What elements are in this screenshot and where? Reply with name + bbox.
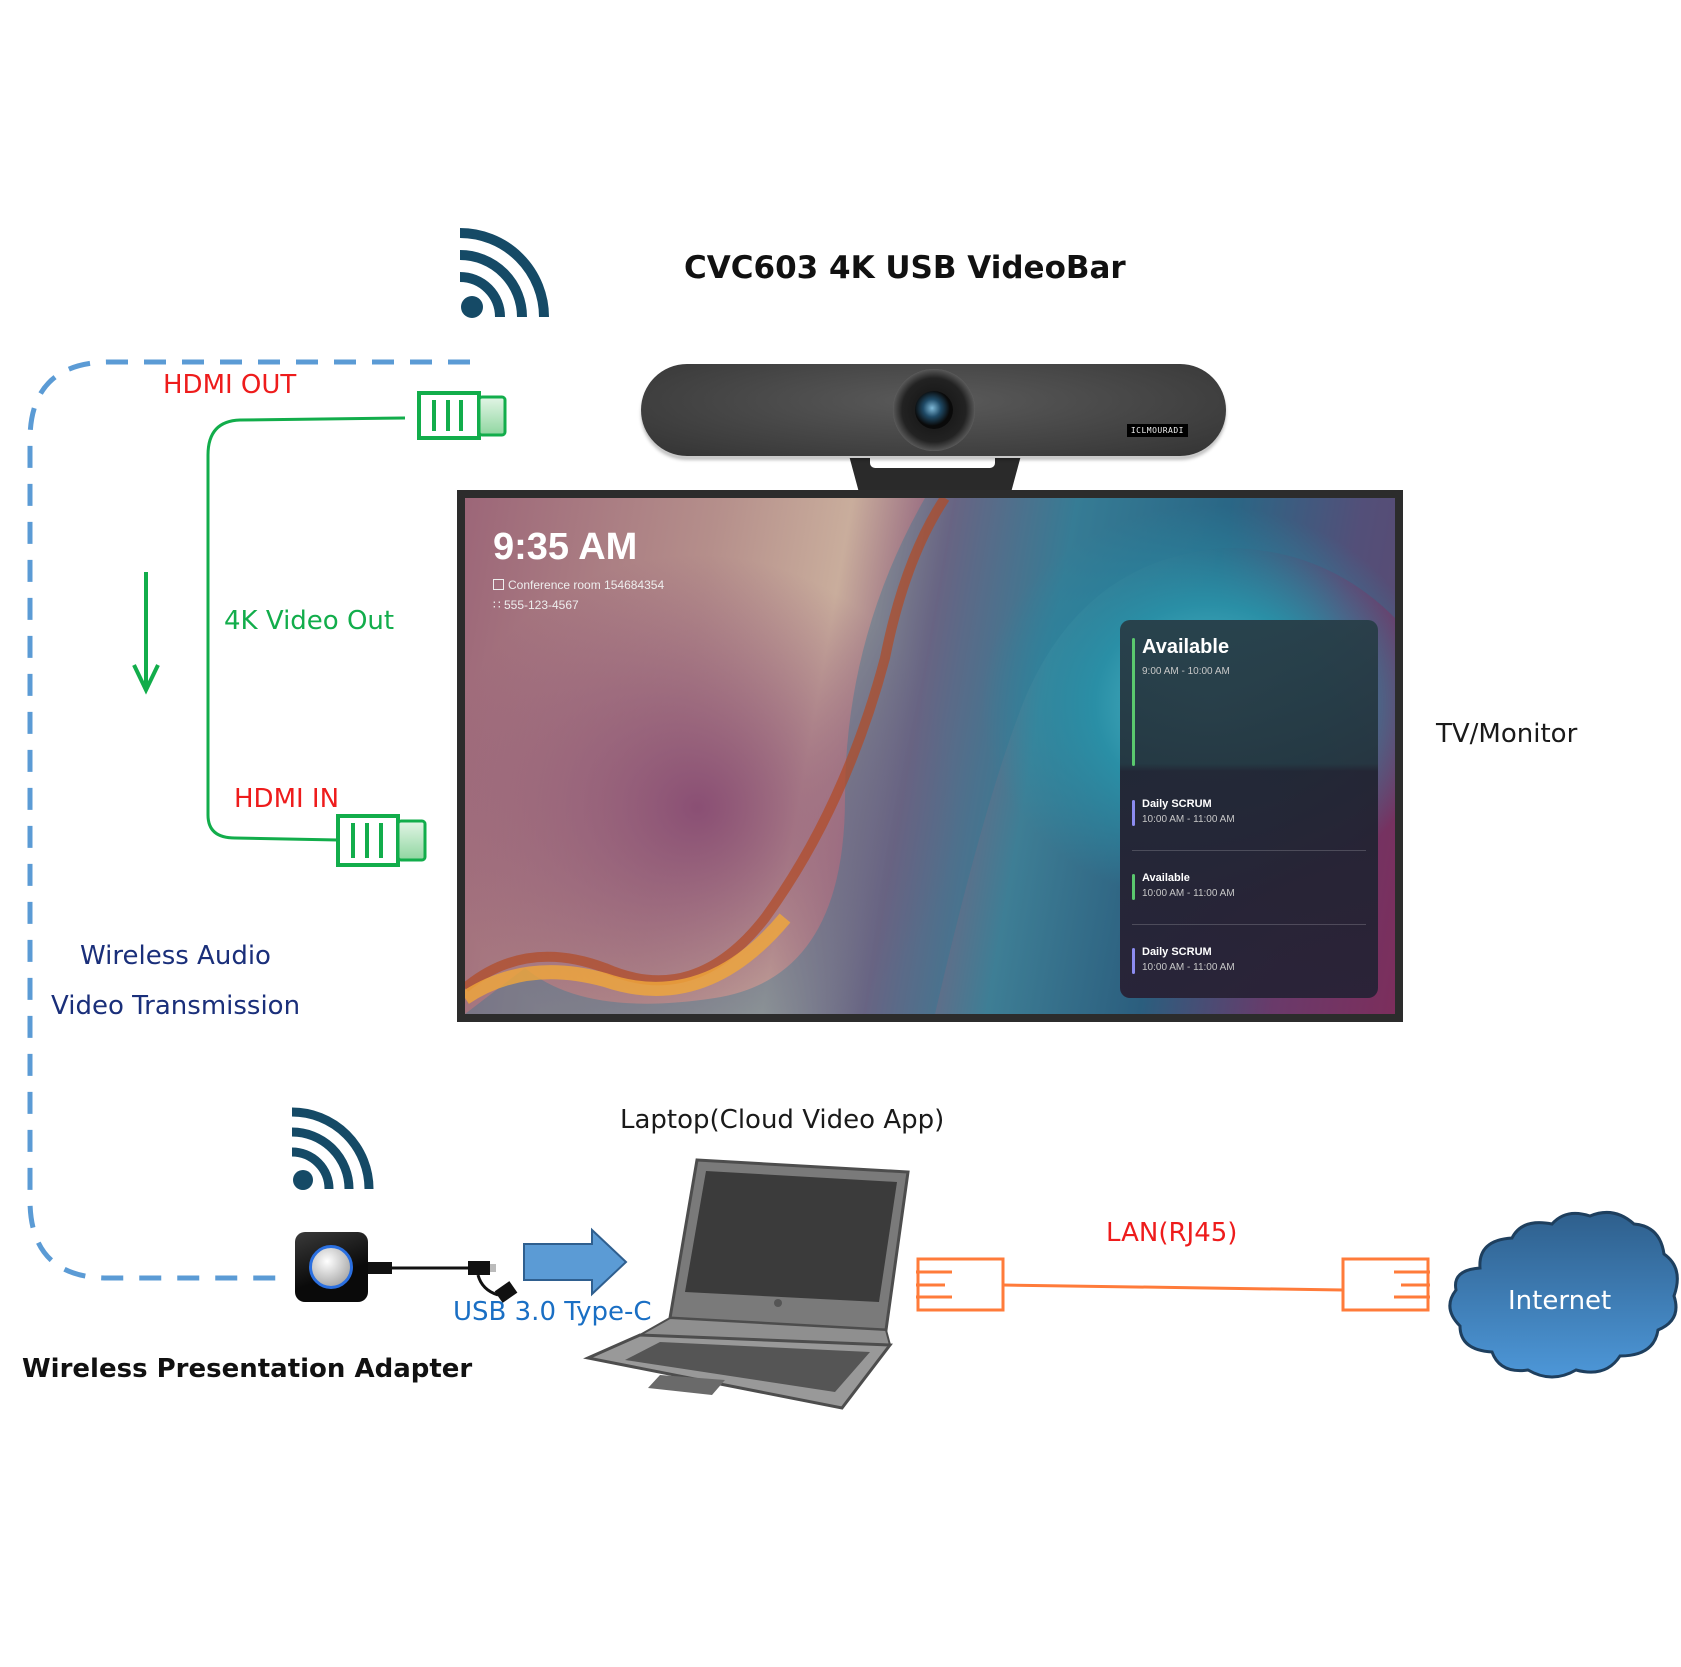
internet-cloud-icon bbox=[1448, 1210, 1679, 1379]
item-time: 10:00 AM - 11:00 AM bbox=[1142, 962, 1235, 973]
brand-badge: ICLMOURADI bbox=[1126, 424, 1188, 437]
camera-lens bbox=[893, 369, 975, 451]
diagram-title: CVC603 4K USB VideoBar bbox=[684, 250, 1126, 286]
video-out-label: 4K Video Out bbox=[224, 606, 395, 636]
hdmi-out-plug bbox=[417, 391, 507, 440]
item-bar bbox=[1132, 800, 1135, 826]
item-time: 10:00 AM - 11:00 AM bbox=[1142, 888, 1235, 899]
usb-label: USB 3.0 Type-C bbox=[453, 1297, 652, 1327]
schedule-item[interactable]: Daily SCRUM 10:00 AM - 11:00 AM bbox=[1132, 798, 1366, 838]
adapter-label: Wireless Presentation Adapter bbox=[22, 1354, 473, 1384]
hdmi-in-plug bbox=[336, 814, 427, 867]
room-phone-text: 555-123-4567 bbox=[503, 598, 579, 612]
wireless-presentation-adapter bbox=[295, 1232, 368, 1302]
schedule-item[interactable]: Daily SCRUM 10:00 AM - 11:00 AM bbox=[1132, 946, 1366, 986]
videobar-device: ICLMOURADI bbox=[641, 364, 1226, 456]
room-name-text: Conference room 154684354 bbox=[508, 578, 665, 592]
wireless-label-line1: Wireless Audio bbox=[80, 941, 271, 971]
usb-arrow-icon bbox=[523, 1227, 628, 1297]
status-time: 9:00 AM - 10:00 AM bbox=[1142, 666, 1230, 677]
laptop-label: Laptop(Cloud Video App) bbox=[620, 1105, 945, 1135]
tv-monitor-label: TV/Monitor bbox=[1436, 719, 1578, 749]
room-name: Conference room 154684354 bbox=[493, 578, 664, 592]
lan-cable bbox=[916, 1257, 1430, 1312]
divider bbox=[1132, 850, 1366, 851]
schedule-item[interactable]: Available 10:00 AM - 11:00 AM bbox=[1132, 872, 1366, 912]
hdmi-in-label: HDMI IN bbox=[234, 784, 340, 814]
screen-clock: 9:35 AM bbox=[493, 526, 638, 568]
adapter-button bbox=[309, 1245, 353, 1289]
hdmi-cable bbox=[206, 416, 406, 842]
laptop-icon bbox=[583, 1158, 910, 1410]
schedule-panel: Available 9:00 AM - 10:00 AM Daily SCRUM… bbox=[1120, 620, 1378, 998]
usb-cable bbox=[368, 1261, 518, 1303]
wifi-icon bbox=[459, 228, 549, 318]
room-icon bbox=[493, 579, 504, 590]
divider bbox=[1132, 924, 1366, 925]
status-title: Available bbox=[1142, 636, 1230, 658]
videobar-stand-slot bbox=[870, 456, 995, 468]
wireless-link-line bbox=[27, 359, 470, 1281]
wifi-icon bbox=[291, 1107, 374, 1190]
item-bar bbox=[1132, 948, 1135, 974]
internet-label: Internet bbox=[1508, 1286, 1612, 1316]
hdmi-out-label: HDMI OUT bbox=[163, 370, 297, 400]
tv-monitor: 9:35 AM Conference room 154684354 ∷ 555-… bbox=[457, 490, 1403, 1022]
lan-label: LAN(RJ45) bbox=[1106, 1218, 1238, 1248]
item-title: Daily SCRUM bbox=[1142, 798, 1212, 810]
item-time: 10:00 AM - 11:00 AM bbox=[1142, 814, 1235, 825]
down-arrow-icon bbox=[132, 572, 160, 695]
wallpaper-wave bbox=[465, 498, 1395, 1014]
wireless-label-line2: Video Transmission bbox=[51, 991, 301, 1021]
status-bar bbox=[1132, 638, 1135, 766]
monitor-screen: 9:35 AM Conference room 154684354 ∷ 555-… bbox=[465, 498, 1395, 1014]
room-phone: ∷ 555-123-4567 bbox=[493, 598, 579, 612]
camera-lens-glass bbox=[915, 391, 953, 429]
item-bar bbox=[1132, 874, 1135, 900]
phone-icon: ∷ bbox=[493, 598, 504, 612]
item-title: Daily SCRUM bbox=[1142, 946, 1212, 958]
item-title: Available bbox=[1142, 872, 1190, 884]
current-status: Available 9:00 AM - 10:00 AM bbox=[1132, 636, 1366, 766]
